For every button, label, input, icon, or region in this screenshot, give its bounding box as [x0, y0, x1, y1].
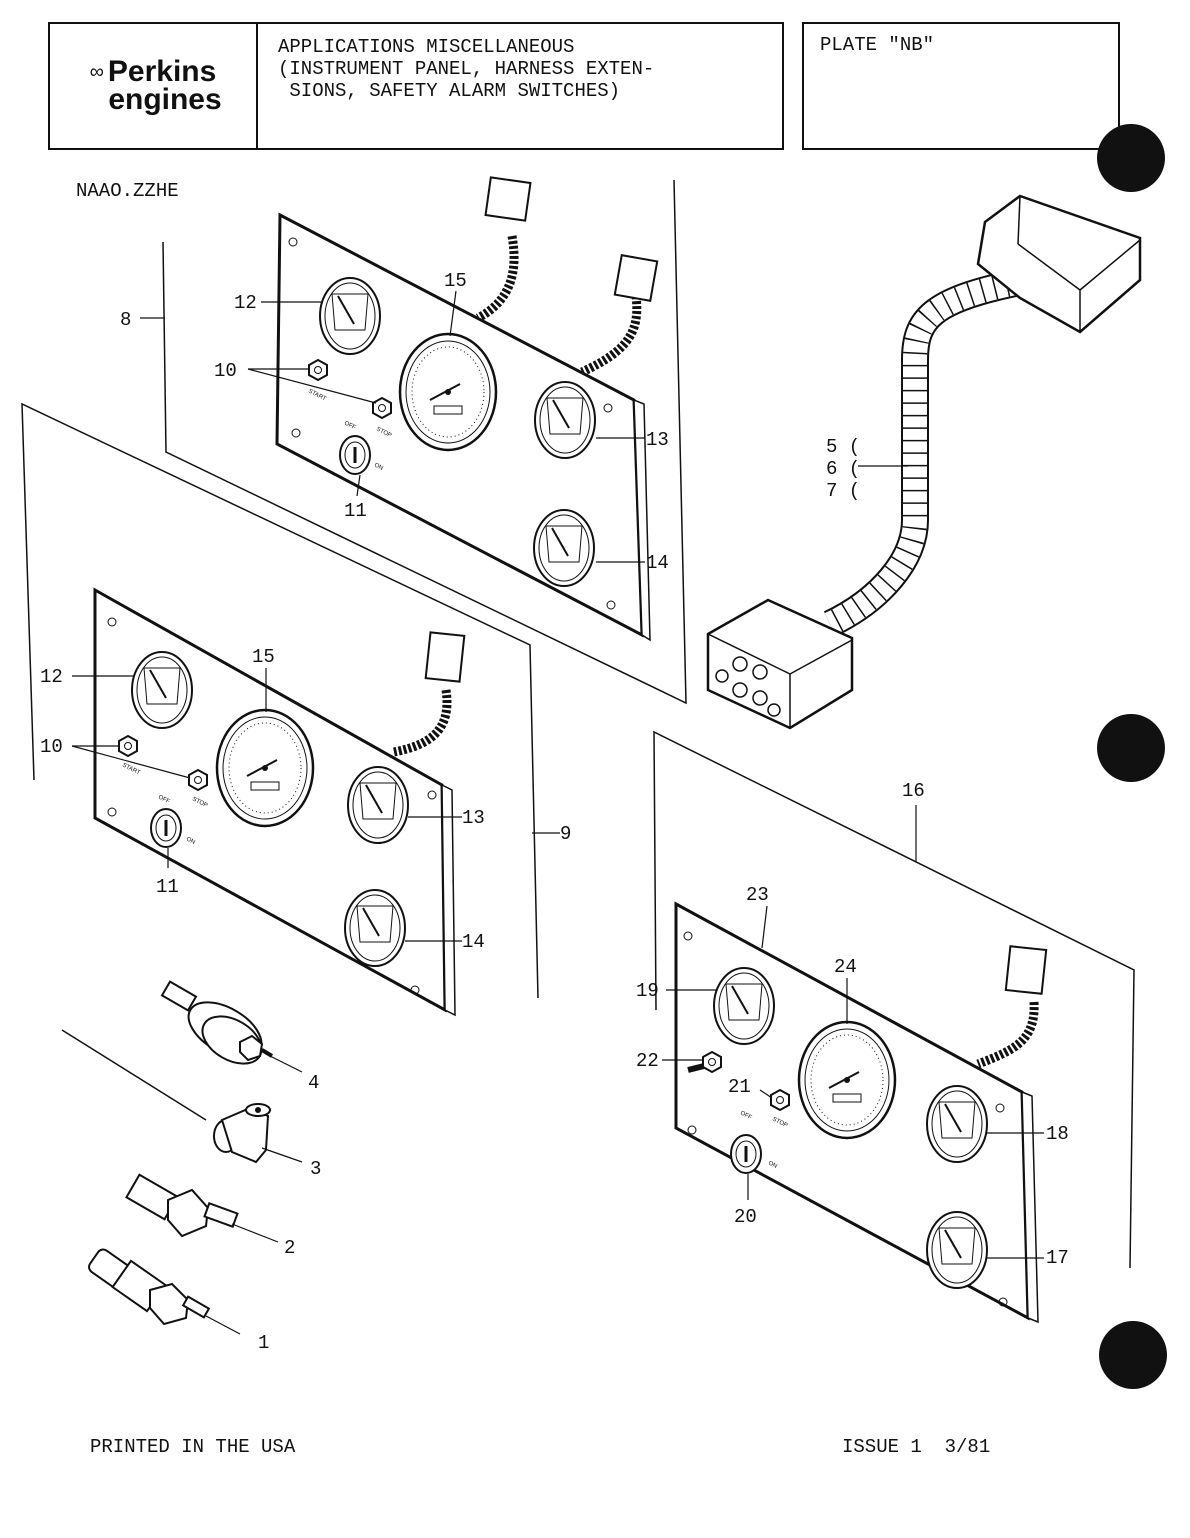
callout-7: 7 ( [826, 480, 860, 502]
logo-line1: Perkins [107, 55, 217, 88]
on-label: ON [185, 836, 196, 845]
callout-9: 9 [560, 823, 571, 845]
temperature-switch-2 [125, 1173, 279, 1243]
callout-4: 4 [308, 1072, 319, 1094]
on-label: ON [373, 462, 384, 471]
callout-10: 10 [214, 360, 237, 382]
alarm-switches [61, 980, 303, 1335]
callout-8: 8 [120, 309, 131, 331]
plate-box: PLATE "NB" [802, 22, 1120, 150]
temperature-sender-1 [88, 1248, 241, 1335]
page-title: APPLICATIONS MISCELLANEOUS(INSTRUMENT PA… [258, 24, 654, 148]
title-line-3: SIONS, SAFETY ALARM SWITCHES) [278, 80, 621, 102]
callout-1: 1 [258, 1332, 269, 1354]
callout-5: 5 ( [826, 436, 860, 458]
footer-printed: PRINTED IN THE USA [90, 1436, 296, 1458]
callout-13: 13 [646, 429, 669, 451]
registration-dot [1099, 1321, 1167, 1389]
callout-16: 16 [902, 780, 925, 802]
panel-assembly-16: STOP OFF ON [653, 730, 1135, 1324]
panel-assembly-9: START STOP OFF ON [21, 402, 560, 1017]
callout-3: 3 [310, 1158, 321, 1180]
footer-issue: ISSUE 1 3/81 [842, 1436, 991, 1458]
title-line-2: (INSTRUMENT PANEL, HARNESS EXTEN- [278, 58, 655, 80]
off-label: OFF [157, 794, 171, 805]
callout-10: 10 [40, 736, 63, 758]
callout-20: 20 [734, 1206, 757, 1228]
panel-assembly-8: START STOP OFF ON [140, 176, 687, 705]
callout-14: 14 [646, 552, 669, 574]
callout-17: 17 [1046, 1247, 1069, 1269]
title-line-1: APPLICATIONS MISCELLANEOUS [278, 36, 575, 58]
callout-12: 12 [234, 292, 257, 314]
callout-14: 14 [462, 931, 485, 953]
callout-18: 18 [1046, 1123, 1069, 1145]
registration-dot [1097, 124, 1165, 192]
callout-2: 2 [284, 1237, 295, 1259]
callout-11: 11 [156, 876, 179, 898]
elbow-adaptor-3 [61, 1029, 303, 1164]
callout-23: 23 [746, 884, 769, 906]
perkins-mark-icon: ∞ [89, 61, 104, 83]
callout-11: 11 [344, 500, 367, 522]
page-code: NAAO.ZZHE [76, 180, 179, 202]
off-label: OFF [343, 420, 357, 431]
plate-label: PLATE "NB" [820, 34, 935, 56]
logo-line2: engines [108, 83, 222, 116]
callout-15: 15 [252, 646, 275, 668]
on-label: ON [767, 1160, 778, 1169]
callout-19: 19 [636, 980, 659, 1002]
registration-dot [1097, 714, 1165, 782]
callout-6: 6 ( [826, 458, 860, 480]
callout-12: 12 [40, 666, 63, 688]
callout-22: 22 [636, 1050, 659, 1072]
perkins-logo: ∞Perkins engines [50, 24, 258, 148]
pressure-switch-4 [160, 980, 303, 1073]
callout-15: 15 [444, 270, 467, 292]
off-label: OFF [739, 1110, 753, 1121]
harness-extension [706, 194, 1142, 730]
callout-24: 24 [834, 956, 857, 978]
callout-21: 21 [728, 1076, 751, 1098]
header-box: ∞Perkins engines APPLICATIONS MISCELLANE… [48, 22, 784, 150]
callout-13: 13 [462, 807, 485, 829]
